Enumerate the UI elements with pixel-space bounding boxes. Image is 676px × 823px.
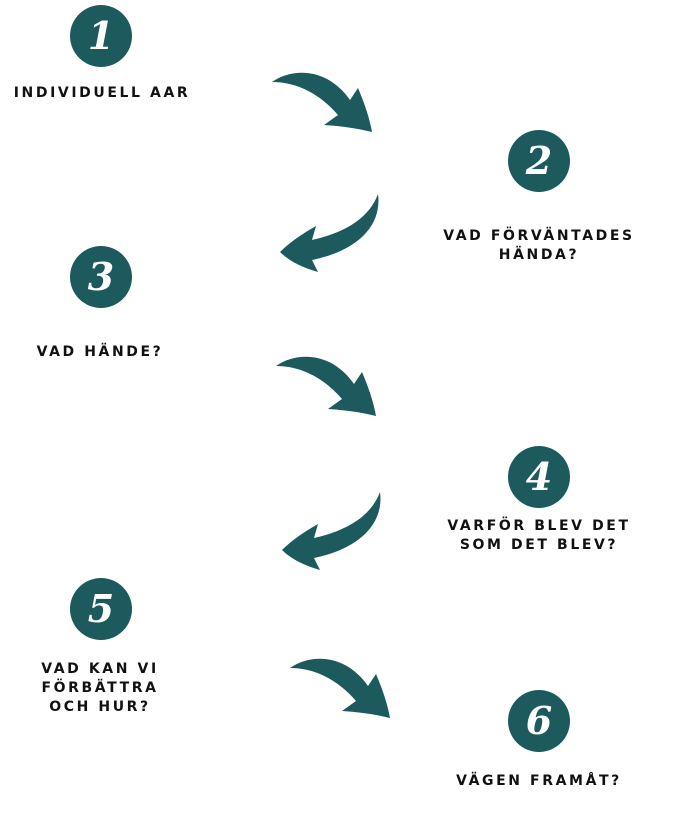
arrow-2-to-3 xyxy=(280,194,379,272)
step-3-label: VAD HÄNDE? xyxy=(36,344,164,360)
arrow-5-to-6 xyxy=(290,658,390,718)
step-3-number-badge: 3 xyxy=(70,246,132,308)
step-1-number-badge: 1 xyxy=(70,5,132,67)
step-6-number: 6 xyxy=(525,698,553,743)
curved-arrow-right-icon xyxy=(290,658,390,718)
curved-arrow-right-icon xyxy=(276,356,376,416)
step-5-number-badge: 5 xyxy=(70,578,132,640)
arrow-4-to-5 xyxy=(282,492,381,570)
step-4-number: 4 xyxy=(525,454,553,499)
arrow-3-to-4 xyxy=(276,356,376,416)
step-2-label: VAD FÖRVÄNTADES HÄNDA? xyxy=(443,228,635,263)
step-5-number: 5 xyxy=(87,586,115,631)
curved-arrow-right-icon xyxy=(272,72,372,132)
step-6-number-badge: 6 xyxy=(508,690,570,752)
step-1-label: INDIVIDUELL AAR xyxy=(13,85,191,101)
step-2-number-badge: 2 xyxy=(508,130,570,192)
step-3-number: 3 xyxy=(87,254,115,299)
curved-arrow-left-icon xyxy=(280,194,379,272)
step-5-label: VAD KAN VI FÖRBÄTTRA OCH HUR? xyxy=(41,661,159,715)
arrow-1-to-2 xyxy=(272,72,372,132)
step-4-label: VARFÖR BLEV DET SOM DET BLEV? xyxy=(447,518,631,553)
step-1-number: 1 xyxy=(87,13,115,58)
step-4-number-badge: 4 xyxy=(508,446,570,508)
step-2-number: 2 xyxy=(525,138,553,183)
curved-arrow-left-icon xyxy=(282,492,381,570)
step-6-label: VÄGEN FRAMÅT? xyxy=(456,773,622,789)
